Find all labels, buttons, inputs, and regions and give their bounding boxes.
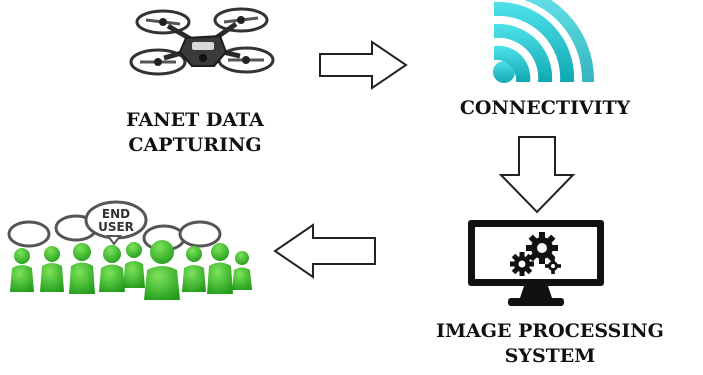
image-processing-label-line2: SYSTEM — [504, 345, 596, 367]
end-users-icon: END USER — [4, 200, 254, 300]
speech-bubbles — [7, 200, 222, 252]
arrow-right — [318, 40, 410, 90]
arrow-left — [273, 223, 377, 279]
drone-icon — [128, 0, 278, 92]
connectivity-label: CONNECTIVITY — [459, 97, 631, 119]
monitor-gears-icon — [466, 218, 606, 310]
wifi-icon — [488, 0, 598, 88]
fanet-label-line2: CAPTURING — [128, 134, 262, 156]
fanet-label-line1: FANET DATA — [126, 109, 264, 131]
image-processing-label-line1: IMAGE PROCESSING — [436, 320, 664, 342]
arrow-down — [497, 135, 577, 215]
fanet-data-capturing-label: FANET DATA CAPTURING — [95, 108, 295, 158]
bubble-text-end: END — [102, 207, 130, 221]
bubble-text-user: USER — [98, 220, 134, 234]
image-processing-system-label: IMAGE PROCESSING SYSTEM — [400, 319, 700, 369]
